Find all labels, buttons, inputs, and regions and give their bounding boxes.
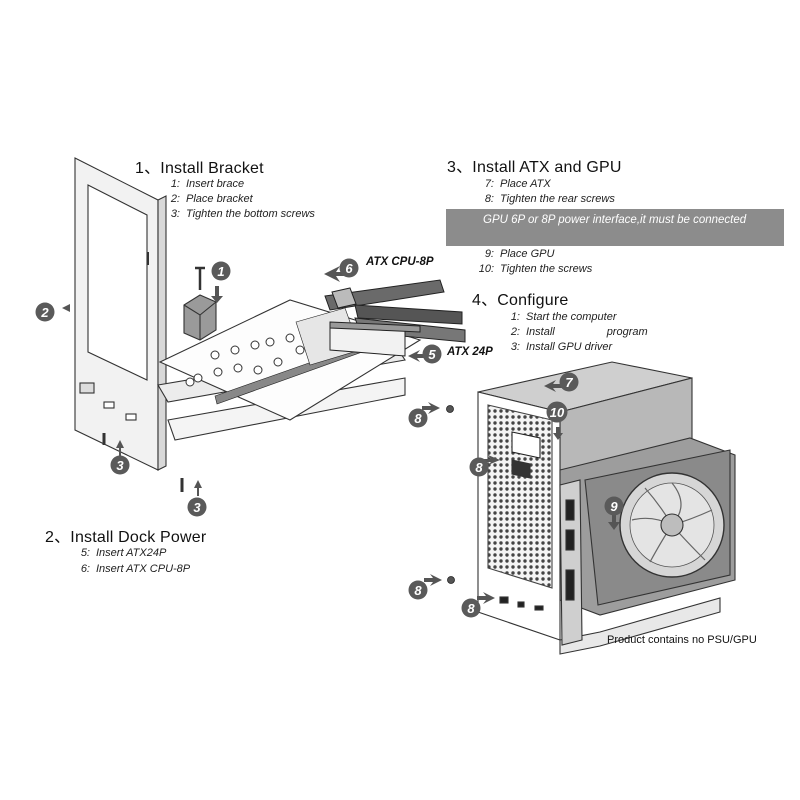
step-text: Insert ATX CPU-8P — [96, 563, 191, 575]
rear-screws — [446, 405, 455, 584]
section-configure-title: 4、Configure — [472, 292, 569, 309]
step-number: 6: — [80, 563, 90, 575]
svg-text:7: 7 — [565, 375, 573, 390]
badge-5: 5 — [422, 344, 442, 364]
callout-atx-cpu-8p: ATX CPU-8P — [366, 256, 434, 268]
step-number: 8: — [484, 193, 494, 205]
badge-8-top: 8 — [408, 408, 428, 428]
step-install-gpu-driver: 3: Install GPU driver — [504, 341, 612, 353]
badge-9: 9 — [604, 496, 624, 516]
step-insert-brace: 1: Insert brace — [164, 178, 244, 190]
step-number: 3: — [170, 208, 180, 220]
badge-7: 7 — [559, 372, 579, 392]
step-install-program: 2: Install program — [504, 326, 648, 338]
section-install-dock-power-title: 2、Install Dock Power — [45, 529, 207, 546]
svg-text:6: 6 — [345, 261, 353, 276]
step-text: Place GPU — [500, 248, 555, 260]
svg-text:8: 8 — [467, 601, 475, 616]
step-text: Tighten the rear screws — [500, 193, 615, 205]
badge-8-bottom: 8 — [461, 598, 481, 618]
step-text: Tighten the bottom screws — [186, 208, 315, 220]
svg-text:8: 8 — [475, 460, 483, 475]
step-text: Insert ATX24P — [96, 547, 167, 559]
board-standoffs — [185, 333, 305, 387]
svg-text:8: 8 — [414, 583, 422, 598]
step-tighten-bottom-screws: 3: Tighten the bottom screws — [164, 208, 315, 220]
gpu-illustration — [559, 437, 736, 646]
step-insert-atx-cpu-8p: 6: Insert ATX CPU-8P — [74, 563, 190, 575]
step-insert-atx24p: 5: Insert ATX24P — [74, 547, 167, 559]
svg-text:8: 8 — [414, 411, 422, 426]
step-number: 5: — [80, 547, 90, 559]
badge-2: 2 — [35, 302, 55, 322]
svg-text:3: 3 — [116, 458, 124, 473]
step-number: 2: — [510, 326, 520, 338]
step-number: 1: — [170, 178, 180, 190]
step-text: Install program — [526, 326, 648, 338]
step-number: 2: — [170, 193, 180, 205]
step-badges: 1 2 3 3 5 6 7 8 8 8 8 9 10 — [35, 258, 624, 618]
step-number: 9: — [484, 248, 494, 260]
svg-text:3: 3 — [193, 500, 201, 515]
step-number: 7: — [484, 178, 494, 190]
badge-3-left: 3 — [110, 455, 130, 475]
step-place-bracket: 2: Place bracket — [164, 193, 253, 205]
svg-text:2: 2 — [40, 305, 49, 320]
badge-10: 10 — [546, 401, 568, 423]
step-text: Insert brace — [186, 178, 245, 190]
section-install-atx-gpu-title: 3、Install ATX and GPU — [447, 159, 622, 176]
step-place-atx: 7: Place ATX — [478, 178, 551, 190]
svg-text:5: 5 — [428, 347, 436, 362]
step-number: 1: — [510, 311, 520, 323]
step-tighten-rear-screws: 8: Tighten the rear screws — [478, 193, 615, 205]
badge-8-bottom-left: 8 — [408, 580, 428, 600]
direction-arrows — [62, 266, 620, 604]
step-number: 10: — [478, 263, 494, 275]
step-start-computer: 1: Start the computer — [504, 311, 617, 323]
svg-text:9: 9 — [610, 499, 618, 514]
callout-atx-24p: ATX 24P — [447, 346, 493, 358]
gpu-power-warning-banner: GPU 6P or 8P power interface,it must be … — [446, 209, 784, 246]
badge-8-middle: 8 — [469, 457, 489, 477]
step-tighten-screws: 10: Tighten the screws — [478, 263, 593, 275]
atx-24p-connector — [329, 321, 421, 357]
badge-3-bottom: 3 — [187, 497, 207, 517]
step-place-gpu: 9: Place GPU — [478, 248, 555, 260]
svg-text:10: 10 — [550, 405, 565, 420]
no-psu-gpu-note: Product contains no PSU/GPU — [607, 634, 757, 646]
badge-6: 6 — [339, 258, 359, 278]
step-text: Start the computer — [526, 311, 617, 323]
gpu-power-warning-text: GPU 6P or 8P power interface,it must be … — [483, 214, 747, 226]
badge-1: 1 — [211, 261, 231, 281]
step-text: Tighten the screws — [500, 263, 593, 275]
section-install-bracket-title: 1、Install Bracket — [135, 160, 264, 177]
svg-text:1: 1 — [217, 264, 224, 279]
step-text: Install GPU driver — [526, 341, 613, 353]
step-text: Place bracket — [186, 193, 253, 205]
step-text: Place ATX — [500, 178, 551, 190]
step-number: 3: — [510, 341, 520, 353]
